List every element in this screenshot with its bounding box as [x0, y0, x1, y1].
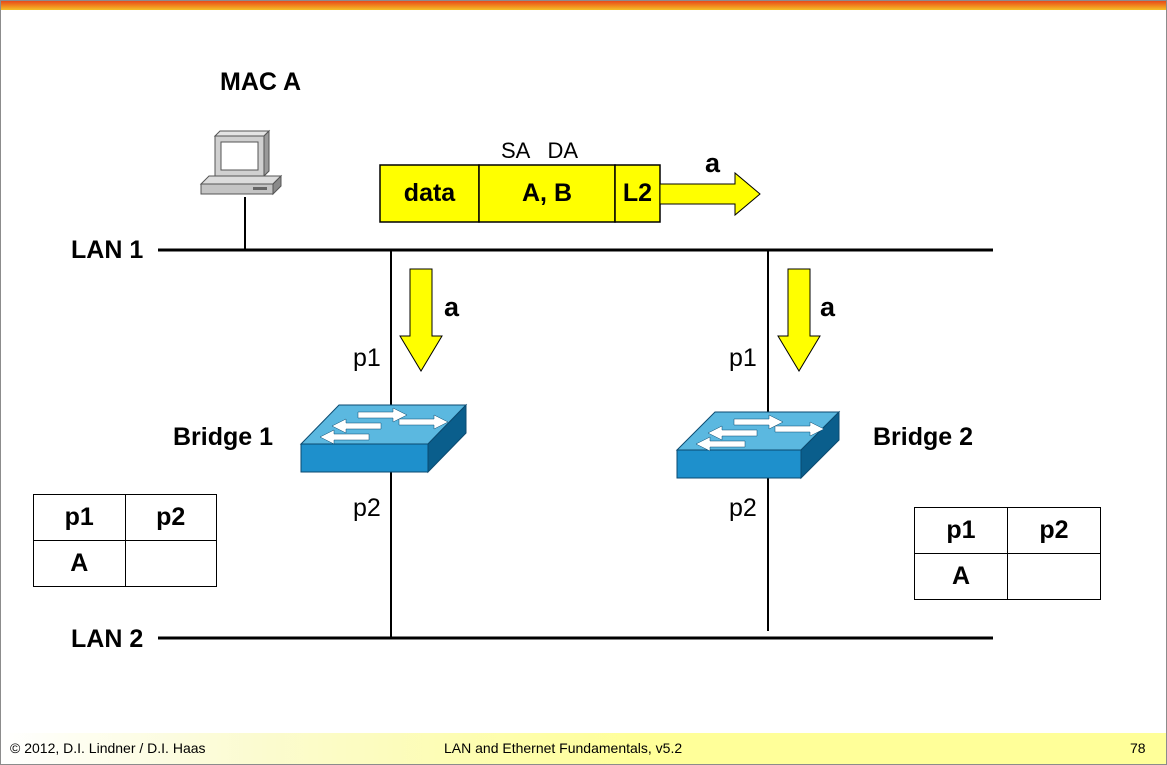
frame-l2-cell [614, 164, 661, 223]
table-cell-p2 [1007, 553, 1101, 600]
footer-page-number: 78 [1130, 740, 1146, 756]
frame-direction-arrow [659, 171, 761, 217]
bridge2-p2-label: p2 [729, 494, 757, 522]
frame-l2-label: L2 [622, 179, 653, 207]
footer-copyright: © 2012, D.I. Lindner / D.I. Haas [10, 740, 206, 756]
frame-header-label: SA DA [501, 138, 579, 163]
footer-title: LAN and Ethernet Fundamentals, v5.2 [444, 740, 683, 756]
frame-address-cell [478, 164, 616, 223]
bridge2-label: Bridge 2 [873, 423, 974, 451]
table-cell-p1: A [914, 553, 1008, 600]
bridge1-forwarding-table: p1 p2 A [33, 494, 217, 587]
table-header-p1: p1 [914, 507, 1008, 554]
table-header-p2: p2 [124, 494, 217, 541]
bridge2-forwarding-table: p1 p2 A [914, 507, 1101, 600]
bridge2-down-arrow [777, 268, 821, 372]
bridge1-p2-label: p2 [353, 494, 381, 522]
frame-address-label: A, B [522, 179, 572, 207]
bridge2-arrow-label: a [820, 292, 836, 322]
computer-icon [199, 129, 283, 196]
ethernet-frame [379, 164, 661, 223]
table-header-p1: p1 [33, 494, 126, 541]
mac-a-label: MAC A [220, 68, 302, 96]
table-header-p2: p2 [1007, 507, 1101, 554]
bridge1-switch-icon [299, 403, 468, 474]
bridge1-p1-label: p1 [353, 344, 381, 372]
top-accent-bar [1, 1, 1166, 10]
bridge1-label: Bridge 1 [173, 423, 274, 451]
network-diagram [158, 129, 993, 640]
bridge2-switch-icon [675, 410, 841, 480]
table-cell-p1: A [33, 540, 126, 587]
frame-data-cell [379, 164, 480, 223]
frame-arrow-label: a [705, 148, 721, 178]
bridge1-arrow-label: a [444, 292, 460, 322]
slide-footer: © 2012, D.I. Lindner / D.I. Haas LAN and… [1, 733, 1166, 764]
lan1-label: LAN 1 [71, 236, 144, 264]
lan2-label: LAN 2 [71, 625, 144, 653]
frame-data-label: data [403, 179, 456, 207]
bridge1-down-arrow [399, 268, 443, 372]
bridge2-p1-label: p1 [729, 344, 757, 372]
table-cell-p2 [124, 540, 217, 587]
